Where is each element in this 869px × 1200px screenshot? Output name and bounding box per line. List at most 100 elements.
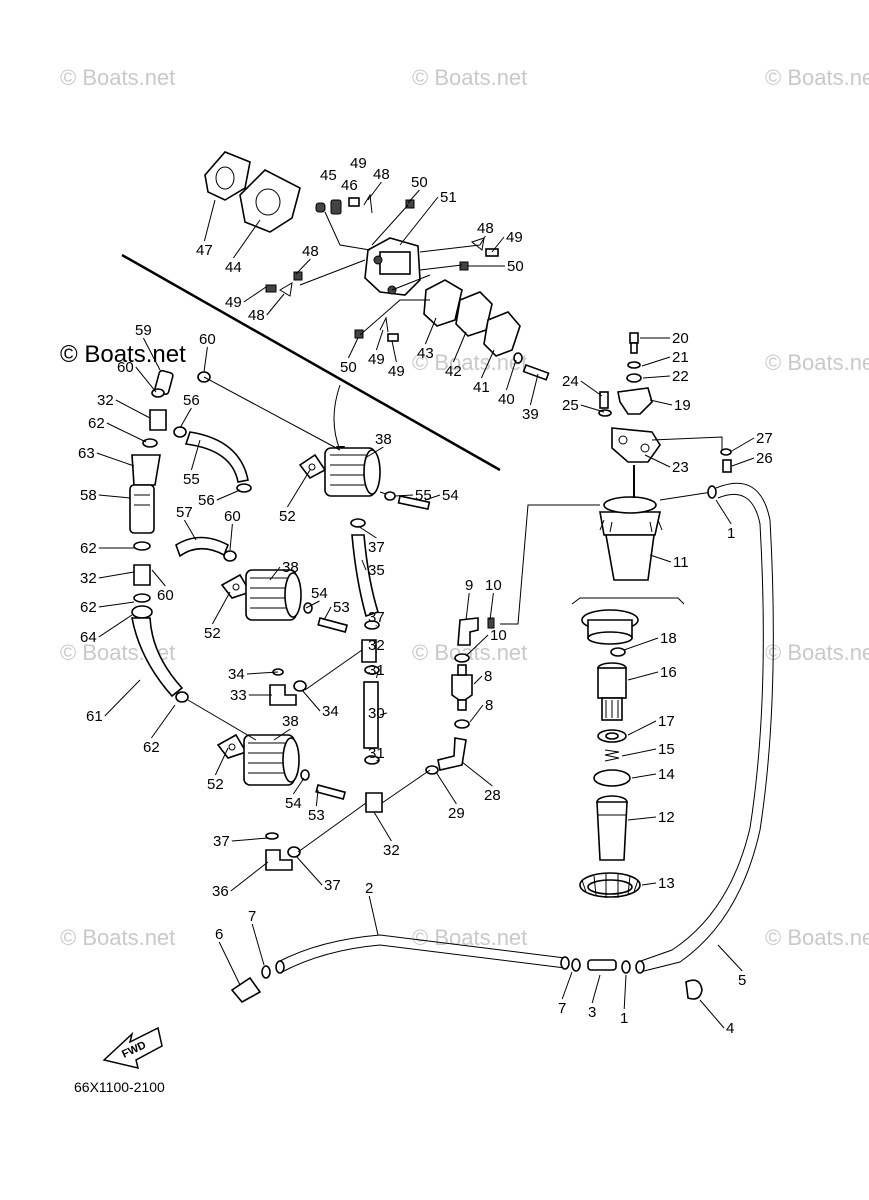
leader-line-23 [644, 454, 671, 468]
part-callout-31: 31 [368, 662, 385, 679]
leader-line-43 [424, 317, 437, 345]
part-callout-48: 48 [373, 166, 390, 183]
part-callout-54: 54 [311, 585, 328, 602]
part-callout-54: 54 [442, 487, 459, 504]
part-callout-20: 20 [672, 330, 689, 347]
leader-line-32 [373, 811, 392, 842]
watermark-text: © Boats.net [765, 65, 869, 90]
leader-line-10 [465, 634, 489, 657]
part-callout-57: 57 [176, 504, 193, 521]
leader-line-55 [190, 439, 201, 471]
part-callout-32: 32 [97, 392, 114, 409]
leader-line-29 [435, 771, 457, 805]
leader-line-42 [452, 331, 467, 363]
watermark-text: © Boats.net [765, 640, 869, 665]
part-callout-37: 37 [368, 609, 385, 626]
part-callout-5: 5 [738, 972, 746, 989]
part-callout-15: 15 [658, 741, 675, 758]
leader-line-37 [295, 855, 323, 886]
leader-line-59 [142, 337, 161, 371]
leader-line-34 [301, 689, 321, 712]
leader-line-54 [305, 600, 320, 609]
part-callout-48: 48 [477, 220, 494, 237]
part-callout-51: 51 [440, 189, 457, 206]
leader-line-53 [323, 606, 332, 621]
leader-line-8 [473, 675, 483, 685]
leader-line-8 [469, 704, 484, 723]
leader-line-12 [627, 816, 657, 821]
leader-line-14 [631, 773, 657, 779]
leader-line-7 [251, 923, 265, 966]
leader-line-39 [529, 373, 539, 406]
leader-line-34 [246, 671, 279, 675]
long-hoses [230, 482, 774, 1004]
part-callout-10: 10 [485, 577, 502, 594]
leader-line-31 [376, 759, 379, 762]
leader-line-11 [649, 554, 672, 563]
watermark-text: © Boats.net [412, 350, 527, 375]
part-callout-33: 33 [230, 687, 247, 704]
leader-line-32 [115, 399, 151, 419]
leader-line-58 [98, 494, 131, 499]
leader-line-18 [623, 637, 659, 651]
part-callout-46: 46 [341, 177, 358, 194]
leader-line-6 [218, 941, 241, 986]
part-callout-4: 4 [726, 1020, 734, 1037]
watermark-text: © Boats.net [60, 341, 186, 368]
part-callout-60: 60 [224, 508, 241, 525]
leader-line-30 [379, 712, 387, 716]
leader-line-19 [649, 399, 673, 406]
part-callout-48: 48 [248, 307, 265, 324]
part-callout-59: 59 [135, 322, 152, 339]
part-callout-34: 34 [228, 666, 245, 683]
fuel-pump-exploded [204, 151, 550, 458]
part-callout-32: 32 [80, 570, 97, 587]
leader-line-32 [98, 571, 135, 579]
part-callout-62: 62 [88, 415, 105, 432]
part-callout-62: 62 [80, 540, 97, 557]
leader-line-1 [623, 974, 627, 1010]
leader-line-21 [641, 356, 671, 367]
part-callout-26: 26 [756, 450, 773, 467]
part-callout-38: 38 [282, 559, 299, 576]
part-callout-40: 40 [498, 391, 515, 408]
watermark-text: © Boats.net [60, 65, 175, 90]
watermark-text: © Boats.net [765, 350, 869, 375]
part-callout-32: 32 [383, 842, 400, 859]
fuel-pump-lower [216, 733, 347, 800]
part-callout-52: 52 [204, 625, 221, 642]
part-callout-6: 6 [215, 926, 223, 943]
leader-line-50 [347, 337, 359, 359]
leader-line-49 [375, 329, 384, 351]
part-callout-12: 12 [658, 809, 675, 826]
leader-line-54 [292, 777, 305, 795]
watermark-text: © Boats.net [765, 925, 869, 950]
leader-line-17 [627, 720, 657, 736]
part-callout-53: 53 [333, 599, 350, 616]
part-callout-39: 39 [522, 406, 539, 423]
fuel-filter-assembly [579, 332, 732, 898]
part-callout-54: 54 [285, 795, 302, 812]
leader-line-62 [150, 704, 176, 739]
part-callout-38: 38 [282, 713, 299, 730]
part-callout-28: 28 [484, 787, 501, 804]
part-callout-58: 58 [80, 487, 97, 504]
part-callout-52: 52 [279, 508, 296, 525]
part-callout-1: 1 [620, 1010, 628, 1027]
watermark-text: © Boats.net [412, 65, 527, 90]
hoses-and-fittings [129, 369, 600, 871]
part-callout-60: 60 [117, 359, 134, 376]
leader-line-50 [407, 189, 420, 204]
leader-line-7 [561, 971, 573, 1000]
part-callout-63: 63 [78, 445, 95, 462]
leader-line-38 [269, 566, 281, 581]
part-callout-56: 56 [198, 492, 215, 509]
part-callout-29: 29 [448, 805, 465, 822]
part-callout-8: 8 [484, 668, 492, 685]
leader-line-60 [151, 569, 166, 587]
leader-line-41 [480, 349, 495, 379]
part-callout-16: 16 [660, 664, 677, 681]
leader-line-25 [580, 404, 605, 413]
part-callout-55: 55 [415, 487, 432, 504]
